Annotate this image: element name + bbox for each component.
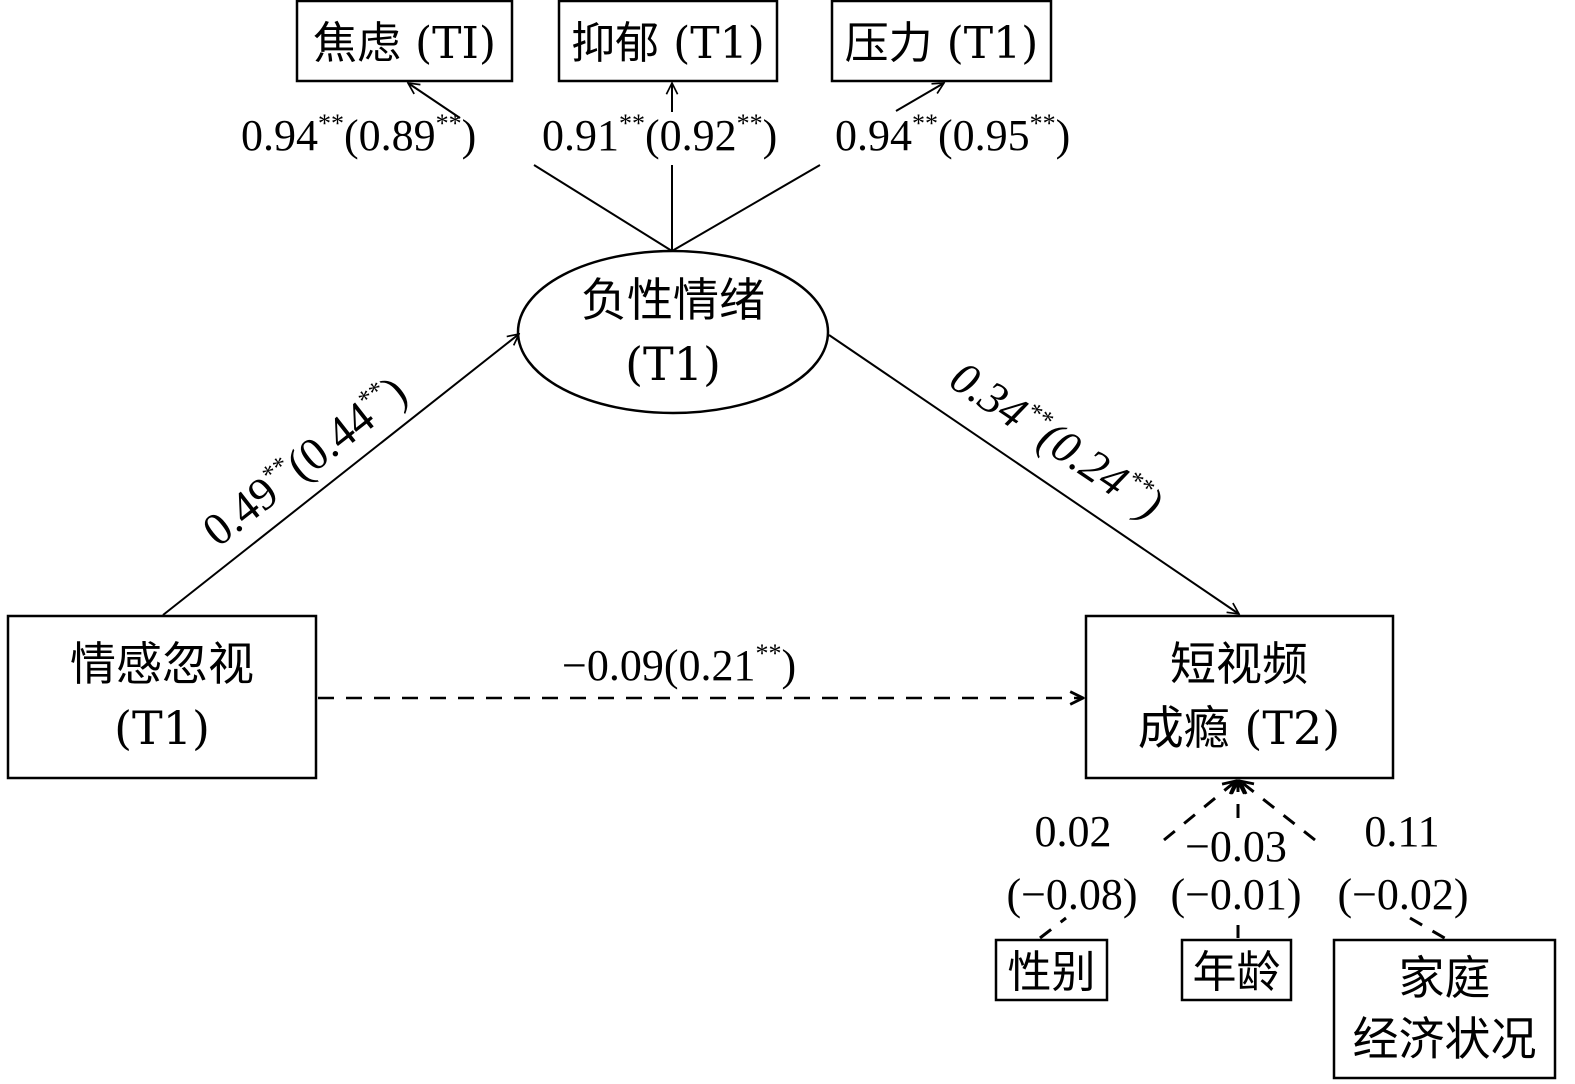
path-emotion-to-addiction — [828, 334, 1239, 614]
gender-label: 性别 — [1008, 947, 1096, 998]
stress-label: 压力 (T1) — [845, 18, 1039, 69]
loading-arrow-stress — [895, 83, 944, 112]
loading-coef-depression: 0.91**(0.92**) — [542, 109, 777, 160]
node-negative-emotion: 负性情绪 (T1) — [516, 249, 830, 415]
anxiety-box — [295, 0, 514, 83]
gender-box — [994, 938, 1109, 1002]
covariate-coef-age-value: −0.03 — [1185, 822, 1287, 871]
short-video-addiction-box — [1084, 614, 1395, 780]
path-coef-neglect-to-emotion: 0.49**(0.44**) — [193, 366, 416, 556]
short-video-addiction-label-line1: 短视频 — [1170, 637, 1308, 691]
covariate-coef-gender-alt: (−0.08) — [1006, 870, 1137, 919]
path-coef-neglect-to-addiction: −0.09(0.21**) — [562, 639, 796, 690]
node-age: 年龄 — [1180, 938, 1293, 1002]
node-short-video-addiction: 短视频 成瘾 (T2) — [1084, 614, 1395, 780]
path-neglect-to-emotion — [162, 334, 519, 616]
age-box — [1180, 938, 1293, 1002]
emotional-neglect-label-line2: (T1) — [114, 701, 210, 755]
loading-line-stress-lower — [671, 164, 821, 252]
negative-emotion-label-line1: 负性情绪 — [581, 273, 765, 327]
loading-arrow-anxiety — [408, 83, 461, 119]
node-stress: 压力 (T1) — [830, 0, 1053, 83]
path-coef-emotion-to-addiction: 0.34**(0.24**) — [941, 351, 1172, 530]
depression-label: 抑郁 (T1) — [571, 18, 765, 69]
family-ses-label-line1: 家庭 — [1399, 951, 1491, 1005]
covariate-coef-gender-value: 0.02 — [1035, 807, 1112, 856]
age-label: 年龄 — [1193, 947, 1281, 998]
covariate-coef-ses-alt: (−0.02) — [1337, 870, 1468, 919]
stress-box — [830, 0, 1053, 83]
node-gender: 性别 — [994, 938, 1109, 1002]
covariate-coef-ses-value: 0.11 — [1364, 807, 1439, 856]
node-family-ses: 家庭 经济状况 — [1332, 938, 1557, 1080]
negative-emotion-label-line2: (T1) — [625, 337, 721, 391]
loading-coef-stress: 0.94**(0.95**) — [835, 109, 1070, 160]
covariate-path-ses-upper — [1240, 781, 1316, 842]
emotional-neglect-label-line1: 情感忽视 — [70, 637, 254, 691]
family-ses-box — [1332, 938, 1557, 1080]
loading-coef-anxiety: 0.94**(0.89**) — [241, 109, 476, 160]
loading-line-anxiety-lower — [533, 164, 673, 252]
covariate-path-ses-lower — [1409, 916, 1449, 942]
short-video-addiction-label-line2: 成瘾 (T2) — [1138, 701, 1340, 755]
family-ses-label-line2: 经济状况 — [1353, 1012, 1537, 1066]
anxiety-label: 焦虑 (TI) — [313, 18, 496, 69]
node-anxiety: 焦虑 (TI) — [295, 0, 514, 83]
covariate-coef-age-alt: (−0.01) — [1170, 870, 1301, 919]
covariate-path-gender-lower — [1039, 916, 1067, 940]
node-emotional-neglect: 情感忽视 (T1) — [6, 614, 318, 780]
node-depression: 抑郁 (T1) — [557, 0, 779, 83]
emotional-neglect-box — [6, 614, 318, 780]
negative-emotion-ellipse — [516, 249, 830, 415]
depression-box — [557, 0, 779, 83]
